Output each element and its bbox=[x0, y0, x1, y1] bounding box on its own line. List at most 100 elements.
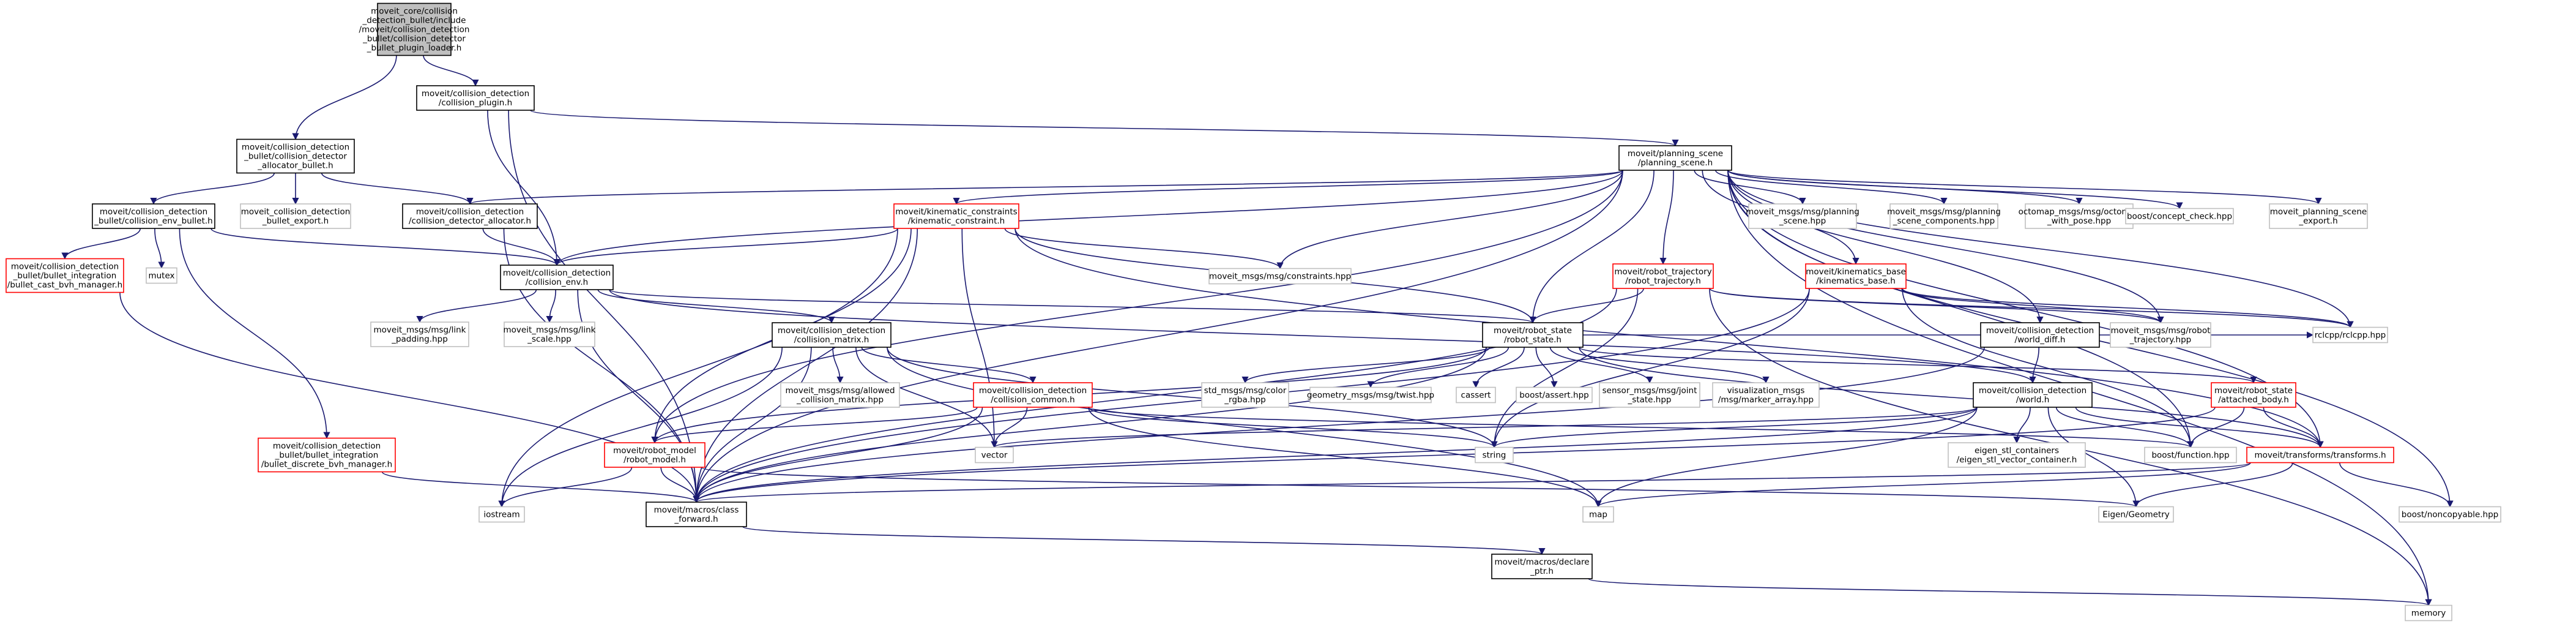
edge-env-bullet-to-bullet-cast-bvh bbox=[61, 228, 141, 260]
node-robot-model[interactable]: moveit/robot_model/robot_model.h bbox=[604, 442, 705, 468]
node-string: string bbox=[1475, 446, 1514, 464]
node-box bbox=[6, 258, 124, 293]
node-box bbox=[1491, 554, 1593, 579]
node-box bbox=[1456, 386, 1496, 404]
node-label-line: Eigen/Geometry bbox=[2102, 510, 2170, 520]
node-label-line: moveit/collision_detection bbox=[242, 143, 349, 152]
node-robot-trajectory[interactable]: moveit/robot_trajectory/robot_trajectory… bbox=[1612, 263, 1714, 289]
node-box bbox=[2144, 446, 2237, 464]
node-label-line: moveit_msgs/msg/link bbox=[503, 325, 595, 335]
edge-collision-matrix-to-class-forward bbox=[693, 347, 812, 503]
node-root[interactable]: moveit_core/collision_detection_bullet/i… bbox=[359, 2, 470, 56]
edge-world-diff-to-class-forward bbox=[693, 347, 1985, 503]
node-label-line: /collision_matrix.h bbox=[794, 335, 869, 345]
node-marker-array: visualization_msgs/msg/marker_array.hpp bbox=[1712, 382, 1820, 408]
edge-world-h-to-vector bbox=[991, 407, 1978, 448]
edge-planning-scene-to-constraints-hpp bbox=[1276, 170, 1623, 269]
node-label-line: moveit/robot_state bbox=[1494, 326, 1572, 336]
node-bullet-discrete-bvh[interactable]: moveit/collision_detection_bullet/bullet… bbox=[258, 437, 396, 473]
edge-robot-model-to-eigen-geometry bbox=[701, 467, 2139, 508]
node-label-line: moveit/collision_detection bbox=[1979, 386, 2086, 396]
node-box bbox=[1482, 322, 1584, 348]
node-label-line: moveit_msgs/msg/allowed bbox=[785, 386, 895, 396]
node-label-line: cassert bbox=[1461, 391, 1491, 400]
node-label-line: /kinematic_constraint.h bbox=[908, 216, 1005, 226]
node-label-line: moveit/collision_detection bbox=[778, 326, 885, 336]
node-planning-scene-hpp: moveit_msgs/msg/planning_scene.hpp bbox=[1746, 203, 1859, 229]
node-label-line: moveit_msgs/msg/planning bbox=[1746, 207, 1859, 217]
edge-kinematics-base-to-boost-function bbox=[1902, 288, 2194, 448]
node-label-line: moveit/collision_detection bbox=[503, 268, 611, 278]
node-label-line: _with_pose.hpp bbox=[2047, 216, 2111, 226]
edge-planning-scene-to-robot-state bbox=[1529, 170, 1655, 324]
edge-robot-trajectory-to-robot-state bbox=[1529, 288, 1644, 324]
node-collision-env[interactable]: moveit/collision_detection/collision_env… bbox=[500, 265, 614, 290]
node-label-line: _allocator_bullet.h bbox=[257, 161, 333, 171]
node-label-line: moveit/transforms/transforms.h bbox=[2254, 451, 2386, 460]
edge-planning-scene-to-concept-check bbox=[1727, 170, 2183, 209]
edge-robot-state-to-twist-hpp bbox=[1367, 347, 1509, 388]
node-transforms[interactable]: moveit/transforms/transforms.h bbox=[2246, 446, 2394, 464]
node-box bbox=[478, 506, 525, 523]
node-box bbox=[1980, 322, 2100, 348]
node-box bbox=[2211, 382, 2296, 408]
node-label-line: octomap_msgs/msg/octomap bbox=[2019, 207, 2140, 217]
node-box bbox=[377, 2, 452, 56]
node-label-line: /planning_scene.h bbox=[1638, 158, 1713, 168]
node-label-line: /robot_model.h bbox=[624, 455, 686, 465]
node-collision-common[interactable]: moveit/collision_detection/collision_com… bbox=[973, 382, 1093, 408]
node-bullet-cast-bvh[interactable]: moveit/collision_detection_bullet/bullet… bbox=[6, 258, 124, 293]
node-box bbox=[1201, 382, 1289, 408]
edge-planning-scene-to-class-forward bbox=[693, 170, 1623, 503]
node-label-line: moveit/macros/class bbox=[654, 505, 739, 515]
node-declare-ptr[interactable]: moveit/macros/declare_ptr.h bbox=[1491, 554, 1593, 579]
node-label-line: eigen_stl_containers bbox=[1975, 446, 2059, 456]
node-concept-check: boost/concept_check.hpp bbox=[2125, 208, 2234, 225]
node-attached-body[interactable]: moveit/robot_state/attached_body.h bbox=[2211, 382, 2296, 408]
edge-planning-scene-to-planning-scene-components bbox=[1715, 170, 1948, 205]
node-label-line: _export.h bbox=[2298, 216, 2337, 226]
node-box bbox=[2110, 322, 2211, 348]
node-box bbox=[2125, 208, 2234, 225]
edge-collision-env-to-link-scale bbox=[546, 289, 556, 323]
node-world-diff[interactable]: moveit/collision_detection/world_diff.h bbox=[1980, 322, 2100, 348]
node-world-h[interactable]: moveit/collision_detection/world.h bbox=[1973, 382, 2093, 408]
node-label-line: /collision_plugin.h bbox=[439, 98, 512, 108]
edge-transforms-to-map bbox=[1595, 462, 2251, 508]
node-box bbox=[973, 382, 1093, 408]
node-kinematics-base[interactable]: moveit/kinematics_base/kinematics_base.h bbox=[1805, 263, 1907, 289]
node-label-line: _scale.hpp bbox=[527, 334, 571, 344]
edge-collision-plugin-to-collision-env bbox=[487, 110, 560, 266]
node-allocator-bullet[interactable]: moveit/collision_detection_bullet/collis… bbox=[236, 138, 355, 174]
node-box bbox=[504, 321, 595, 347]
node-kinematic-constraint[interactable]: moveit/kinematic_constraints/kinematic_c… bbox=[893, 203, 1019, 229]
edge-collision-matrix-to-map bbox=[887, 347, 1602, 508]
node-class-forward[interactable]: moveit/macros/class_forward.h bbox=[646, 502, 747, 527]
edge-world-h-to-class-forward bbox=[693, 407, 1978, 503]
node-box bbox=[416, 85, 535, 111]
edge-transforms-to-class-forward bbox=[693, 462, 2251, 503]
node-detector-allocator[interactable]: moveit/collision_detection/collision_det… bbox=[402, 203, 538, 229]
node-label-line: _bullet/bullet_integration bbox=[13, 271, 117, 281]
edge-planning-scene-to-planning-scene-export bbox=[1727, 170, 2322, 205]
node-label-line: boost/noncopyable.hpp bbox=[2402, 510, 2498, 520]
node-box bbox=[1475, 446, 1514, 464]
node-box bbox=[1618, 145, 1732, 171]
node-box bbox=[1612, 263, 1714, 289]
node-label-line: sensor_msgs/msg/joint bbox=[1603, 386, 1697, 396]
node-planning-scene[interactable]: moveit/planning_scene/planning_scene.h bbox=[1618, 145, 1732, 171]
node-label-line: moveit/collision_detection bbox=[416, 207, 524, 217]
node-label-line: _scene.hpp bbox=[1779, 216, 1826, 226]
node-label-line: rclcpp/rclcpp.hpp bbox=[2315, 331, 2386, 340]
edge-collision-matrix-to-collision-common bbox=[861, 347, 1037, 384]
node-collision-plugin[interactable]: moveit/collision_detection/collision_plu… bbox=[416, 85, 535, 111]
node-box bbox=[646, 502, 747, 527]
node-robot-state[interactable]: moveit/robot_state/robot_state.h bbox=[1482, 322, 1584, 348]
node-eigen-stl: eigen_stl_containers/eigen_stl_vector_co… bbox=[1948, 442, 2086, 468]
edge-collision-env-to-class-forward bbox=[577, 289, 700, 503]
node-label-line: moveit_core/collision bbox=[371, 7, 458, 17]
node-collision-matrix[interactable]: moveit/collision_detection/collision_mat… bbox=[772, 322, 892, 348]
node-env-bullet[interactable]: moveit/collision_detection_bullet/collis… bbox=[92, 203, 215, 229]
node-box bbox=[975, 446, 1014, 464]
